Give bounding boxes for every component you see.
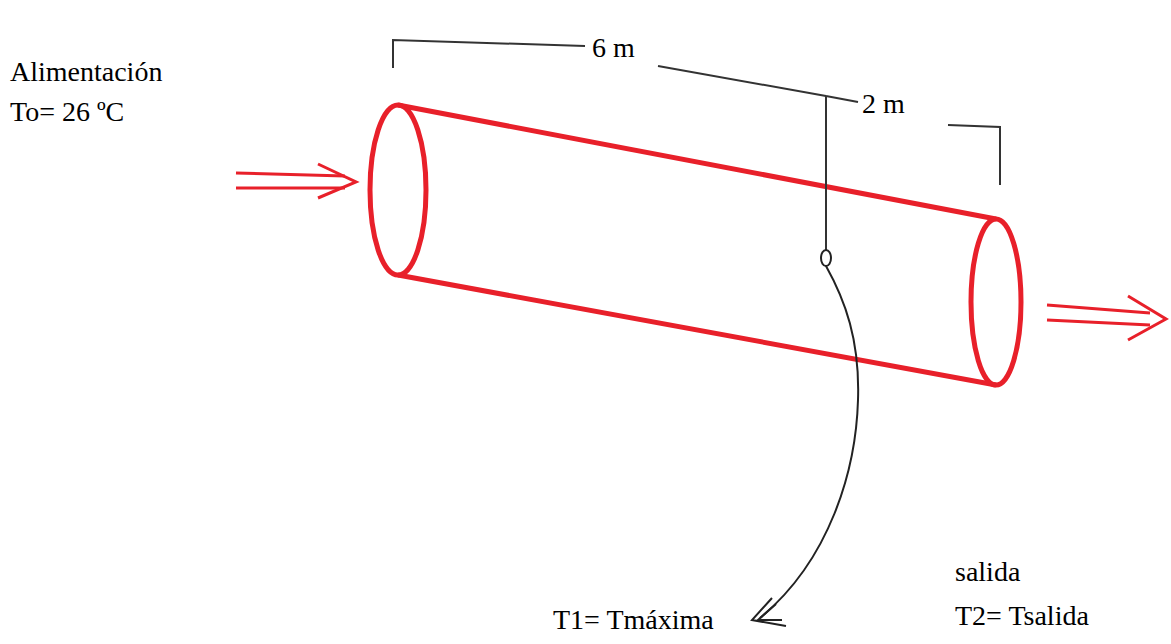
- feed-temperature: To= 26 ºC: [10, 96, 124, 128]
- probe-label: T1= Tmáxima: [553, 604, 714, 636]
- exit-label: salida: [955, 556, 1020, 588]
- feed-arrow: [236, 164, 356, 198]
- dimension-label: 6 m: [592, 32, 635, 64]
- exit-temperature: T2= Tsalida: [955, 600, 1089, 632]
- pipe-cylinder: [370, 105, 1021, 385]
- dimension-lines: [393, 40, 1000, 250]
- temperature-probe: [752, 250, 858, 626]
- exit-arrow: [1047, 296, 1166, 340]
- dimension-label: 2 m: [862, 88, 905, 120]
- feed-label: Alimentación: [10, 56, 162, 88]
